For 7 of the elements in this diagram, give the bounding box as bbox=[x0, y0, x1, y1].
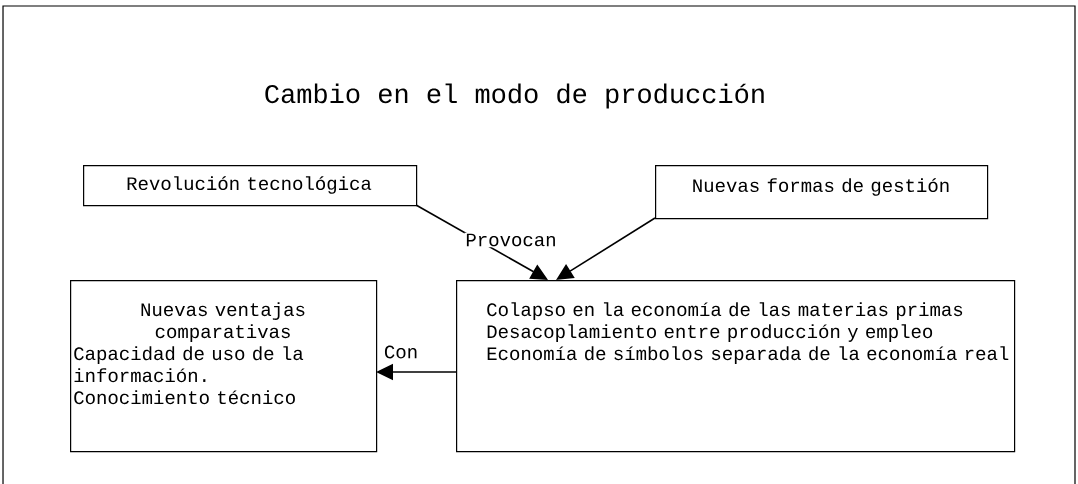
arrow bbox=[415, 204, 548, 280]
title: Cambio en el modo de producción bbox=[265, 83, 764, 109]
text-box: Nuevas formas de gestión bbox=[655, 165, 989, 220]
arrow bbox=[556, 217, 656, 280]
text-box: Nuevas ventajas comparativas Capacidad de uso de la información. Conocimiento técnico bbox=[70, 280, 378, 453]
text-box: Colapso en la economía de las materias primas Desacoplamiento entre producción y empleo Economía de símbolos separada de la economía real bbox=[456, 280, 1016, 453]
text-box: Revolución tecnológica bbox=[83, 165, 418, 207]
